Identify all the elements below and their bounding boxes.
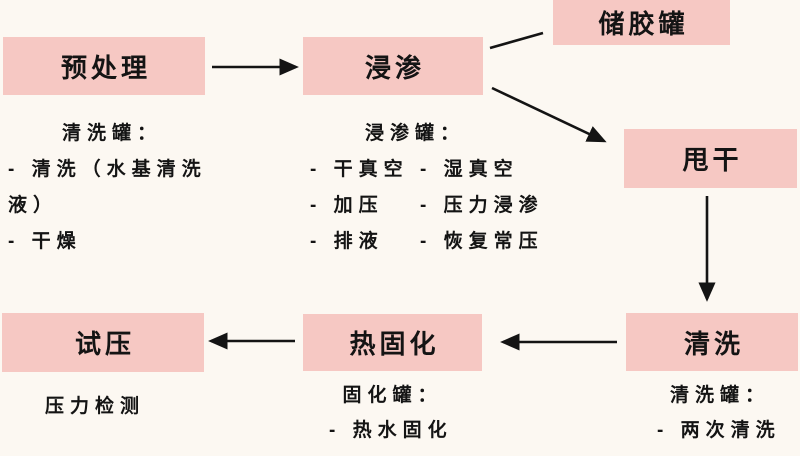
thermal-cure-note-line: - 热水固化 <box>329 420 453 441</box>
pressure-test-notes: 压力检测 <box>20 390 170 424</box>
pretreatment-notes: 清洗罐： - 清洗（水基清洗 液） - 干燥 <box>8 116 216 260</box>
pressure-test-note-line: 压力检测 <box>44 396 145 417</box>
node-pressure-test: 试压 <box>2 313 204 372</box>
node-thermal-cure-label: 热固化 <box>349 329 440 359</box>
node-pretreatment: 预处理 <box>3 37 205 95</box>
pretreatment-notes-header: 清洗罐： <box>61 123 162 144</box>
node-glue-tank: 储胶罐 <box>553 0 730 45</box>
pretreatment-note-line: - 清洗（水基清洗 <box>8 159 207 180</box>
rinse-notes-header: 清洗罐： <box>669 385 770 406</box>
thermal-cure-notes-header: 固化罐： <box>342 385 443 406</box>
pretreatment-note-line: 液） <box>8 195 59 216</box>
line-impregnation-to-glue-tank <box>489 31 544 50</box>
impregnation-note-item: - 压力浸渗 <box>420 195 544 216</box>
arrow-impregnation-to-spin-dry <box>491 86 607 143</box>
impregnation-note-row: - 排液 - 恢复常压 <box>300 224 538 260</box>
impregnation-note-row: - 干真空 - 湿真空 <box>300 152 530 188</box>
impregnation-note-row: - 加压 - 压力浸渗 <box>300 188 538 224</box>
rinse-note-line: - 两次清洗 <box>657 420 781 441</box>
node-pretreatment-label: 预处理 <box>60 52 151 83</box>
node-spin-dry-label: 甩干 <box>682 145 743 175</box>
impregnation-note-item: - 恢复常压 <box>420 231 544 252</box>
impregnation-notes: 浸渗罐： - 干真空 - 湿真空 - 加压 - 压力浸渗 - 排液 - 恢复常压 <box>300 116 538 260</box>
node-spin-dry: 甩干 <box>624 129 797 188</box>
node-glue-tank-label: 储胶罐 <box>598 9 689 39</box>
impregnation-note-item: - 干真空 <box>310 159 409 180</box>
node-impregnation: 浸渗 <box>303 37 483 95</box>
rinse-notes: 清洗罐： - 两次清洗 <box>648 378 792 448</box>
impregnation-note-item: - 排液 <box>310 231 384 252</box>
impregnation-notes-header: 浸渗罐： <box>364 123 465 144</box>
impregnation-note-item: - 加压 <box>310 195 384 216</box>
thermal-cure-notes: 固化罐： - 热水固化 <box>320 378 465 448</box>
node-thermal-cure: 热固化 <box>303 314 482 371</box>
pretreatment-note-line: - 干燥 <box>8 231 82 252</box>
node-rinse-label: 清洗 <box>683 328 744 359</box>
node-impregnation-label: 浸渗 <box>364 52 425 83</box>
impregnation-note-item: - 湿真空 <box>420 159 519 180</box>
node-pressure-test-label: 试压 <box>74 329 135 359</box>
node-rinse: 清洗 <box>626 313 798 371</box>
